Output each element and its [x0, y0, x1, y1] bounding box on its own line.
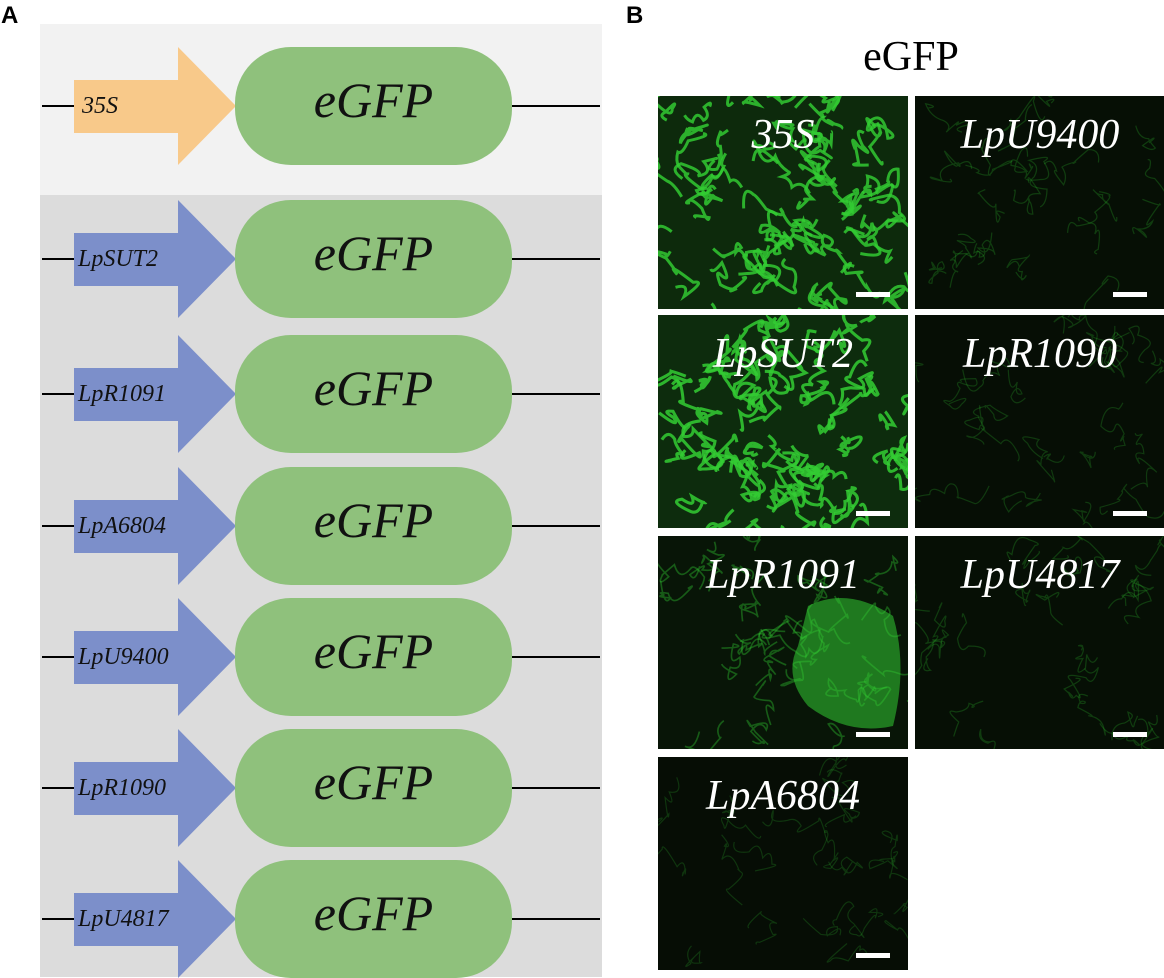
- promoter-label: LpU9400: [78, 644, 169, 670]
- micrograph-label: LpR1091: [705, 552, 860, 598]
- construct-35s: 35S eGFP: [40, 47, 602, 165]
- reporter-gene-box: eGFP: [235, 467, 512, 585]
- reporter-gene-box: eGFP: [235, 47, 512, 165]
- micrograph-lpu9400: LpU9400: [915, 96, 1164, 309]
- reporter-label: eGFP: [313, 623, 434, 679]
- promoter-arrow: [74, 860, 236, 978]
- reporter-gene-box: eGFP: [235, 860, 512, 978]
- reporter-label: eGFP: [313, 492, 434, 548]
- fluorescence-texture: [658, 96, 908, 309]
- micrograph-lpa6804: LpA6804: [658, 757, 908, 970]
- micrograph-lpsut2: LpSUT2: [658, 315, 908, 528]
- micrograph-label: LpA6804: [705, 773, 860, 819]
- promoter-arrow: [74, 467, 236, 585]
- micrograph-label: LpU4817: [960, 552, 1120, 598]
- micrograph-lpr1091: LpR1091: [658, 536, 908, 749]
- promoter-label: LpA6804: [78, 513, 167, 539]
- construct-lpsut2: LpSUT2 eGFP: [40, 200, 602, 318]
- reporter-label: eGFP: [313, 754, 434, 810]
- reporter-label: eGFP: [313, 72, 434, 128]
- micrograph-lpu4817: LpU4817: [915, 536, 1164, 749]
- scale-bar: [1113, 511, 1147, 516]
- micrograph-label: 35S: [751, 112, 815, 158]
- promoter-label: LpU4817: [78, 906, 169, 932]
- promoter-arrow: [74, 47, 236, 165]
- construct-lpu4817: LpU4817 eGFP: [40, 860, 602, 978]
- reporter-label: eGFP: [313, 360, 434, 416]
- reporter-label: eGFP: [313, 225, 434, 281]
- micrograph-lpr1090: LpR1090: [915, 315, 1164, 528]
- scale-bar: [1113, 732, 1147, 737]
- reporter-gene-box: eGFP: [235, 200, 512, 318]
- promoter-arrow: [74, 335, 236, 453]
- micrograph-label: LpR1090: [962, 331, 1117, 377]
- reporter-gene-box: eGFP: [235, 729, 512, 847]
- micrograph-label: LpSUT2: [712, 331, 854, 377]
- micrograph-label: LpU9400: [960, 112, 1120, 158]
- promoter-label: LpR1090: [78, 775, 167, 801]
- panel-b-letter: B: [626, 2, 644, 29]
- scale-bar: [1113, 292, 1147, 297]
- construct-lpr1090: LpR1090 eGFP: [40, 729, 602, 847]
- construct-lpu9400: LpU9400 eGFP: [40, 598, 602, 716]
- fluorescence-texture: [658, 757, 908, 967]
- fluorescence-texture: [658, 536, 908, 749]
- promoter-label: 35S: [82, 93, 118, 119]
- scale-bar: [856, 511, 890, 516]
- reporter-label: eGFP: [313, 885, 434, 941]
- reporter-gene-box: eGFP: [235, 335, 512, 453]
- reporter-gene-box: eGFP: [235, 598, 512, 716]
- construct-lpr1091: LpR1091 eGFP: [40, 335, 602, 453]
- scale-bar: [856, 953, 890, 958]
- fluorescence-texture: [915, 536, 1164, 749]
- fluorescence-texture: [924, 96, 1164, 309]
- fluorescence-texture: [915, 315, 1164, 528]
- panel-a-letter: A: [1, 2, 19, 29]
- fluorescence-texture: [658, 315, 908, 528]
- promoter-arrow: [74, 200, 236, 318]
- panel-b-title: eGFP: [863, 34, 959, 80]
- construct-lpa6804: LpA6804 eGFP: [40, 467, 602, 585]
- scale-bar: [856, 732, 890, 737]
- promoter-label: LpR1091: [78, 381, 167, 407]
- promoter-arrow: [74, 598, 236, 716]
- promoter-label: LpSUT2: [78, 246, 159, 272]
- scale-bar: [856, 292, 890, 297]
- micrograph-35s: 35S: [658, 96, 908, 309]
- promoter-arrow: [74, 729, 236, 847]
